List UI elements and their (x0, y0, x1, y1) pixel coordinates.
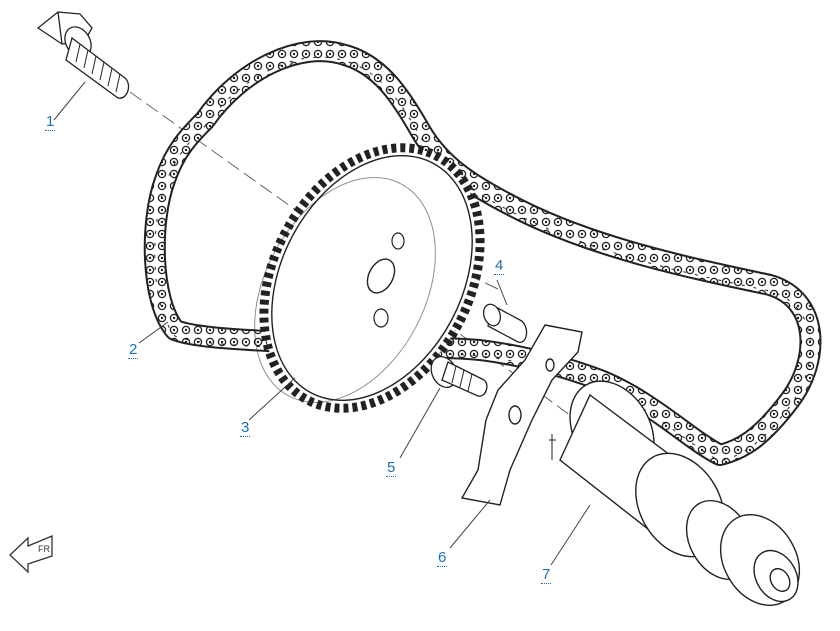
callout-6[interactable]: 6 (437, 549, 448, 567)
svg-text:FR: FR (38, 544, 50, 554)
callout-1[interactable]: 1 (45, 113, 56, 131)
tensioner-plate (460, 324, 583, 506)
callout-3[interactable]: 3 (240, 419, 251, 437)
camshaft (549, 380, 801, 606)
flange-bolt (36, 11, 130, 99)
front-arrow-icon: FR (9, 535, 53, 574)
callout-5[interactable]: 5 (386, 459, 397, 477)
dowel-pin (482, 303, 528, 343)
timing-chain (143, 40, 822, 466)
small-bolt (430, 355, 488, 397)
callout-2[interactable]: 2 (128, 341, 139, 359)
leader-lines (53, 81, 591, 566)
callout-4[interactable]: 4 (494, 257, 505, 275)
sprocket-gear (254, 143, 485, 413)
callout-7[interactable]: 7 (541, 566, 552, 584)
